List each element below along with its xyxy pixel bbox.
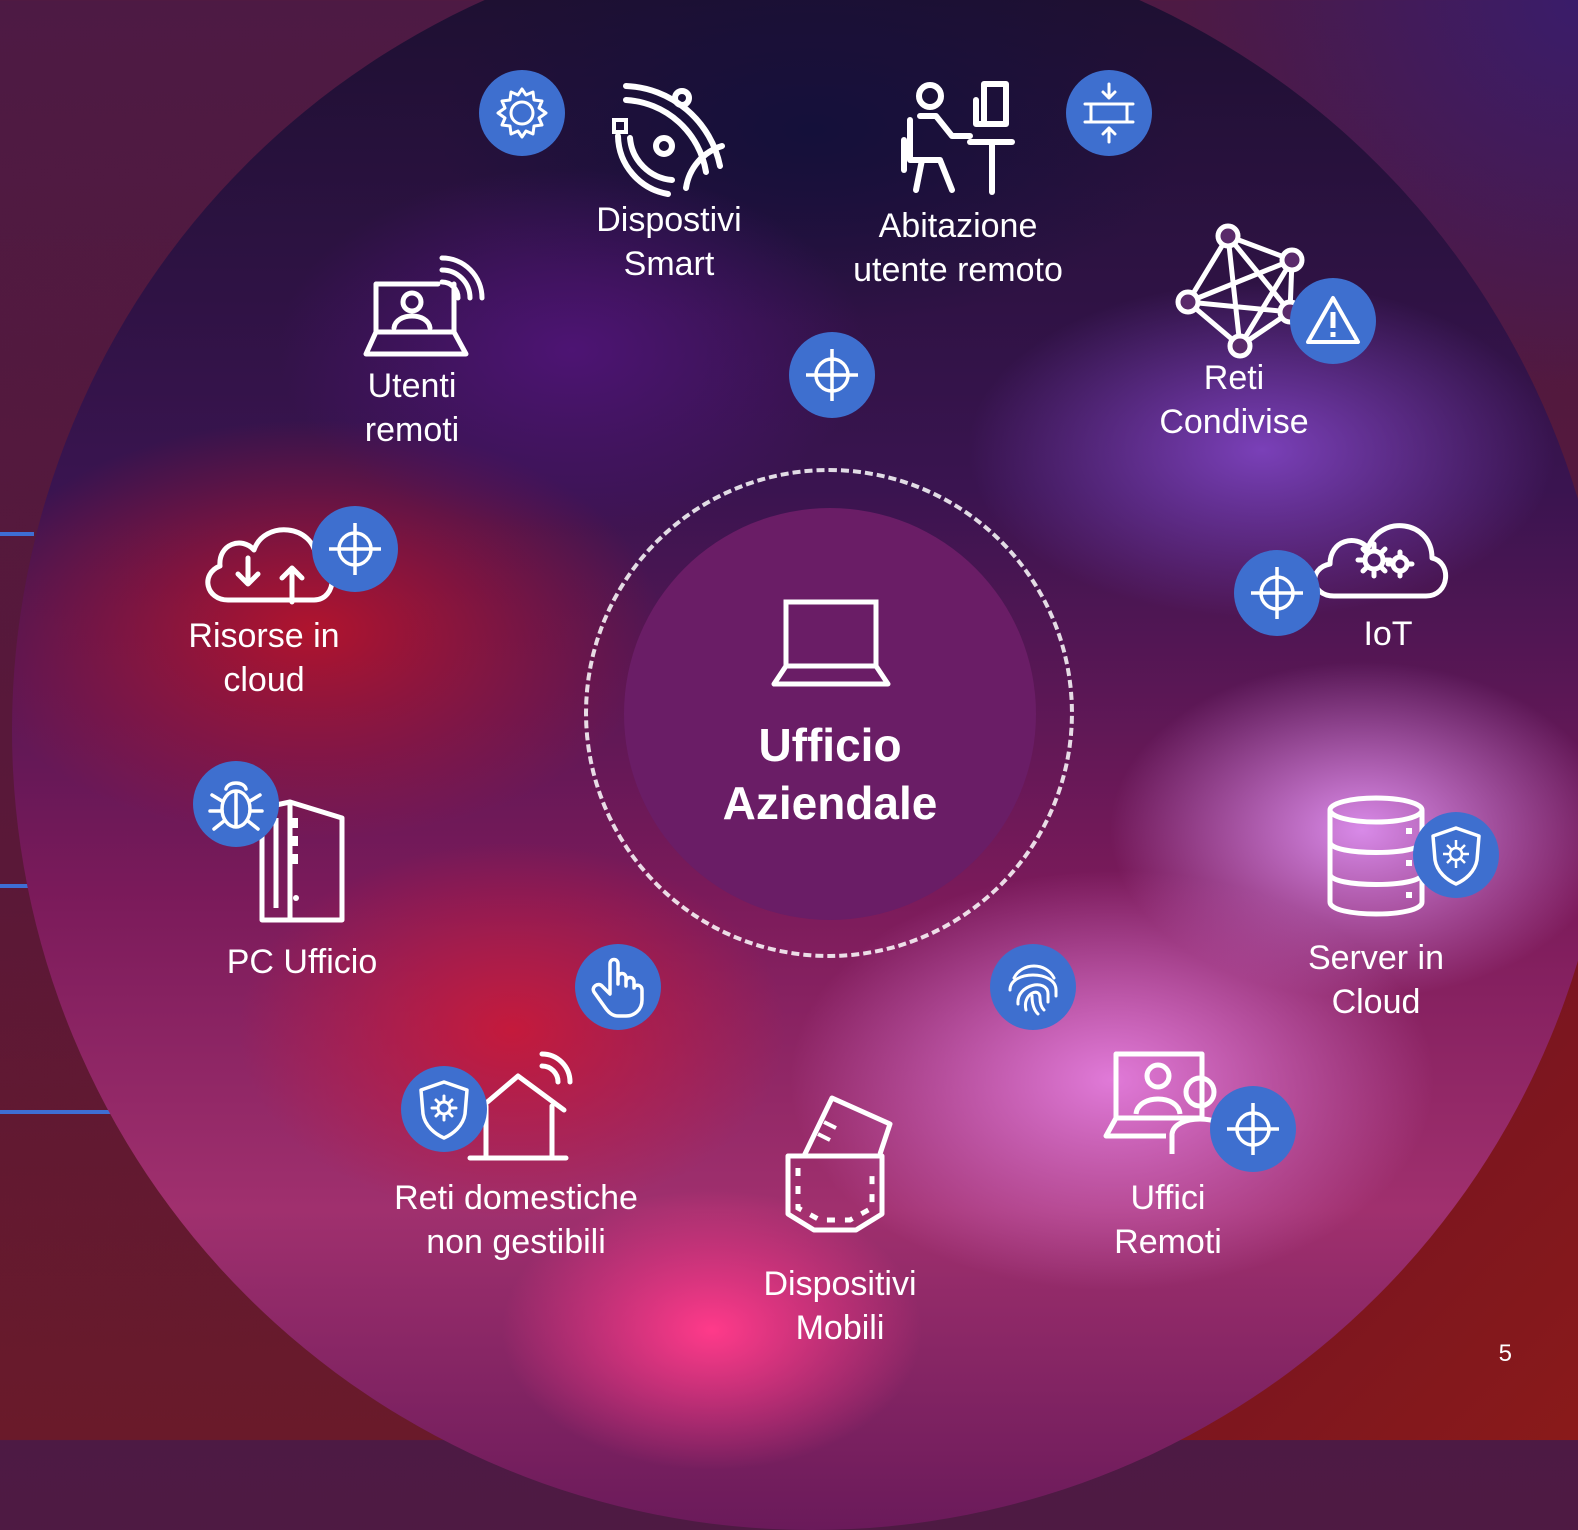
label-shared-networks: Reti Condivise <box>1159 359 1309 441</box>
label-smart-devices: Dispostivi Smart <box>596 201 742 283</box>
label-cloud-servers: Server in Cloud <box>1307 939 1445 1021</box>
warning-badge <box>1290 278 1376 364</box>
touch-icon <box>591 957 644 1018</box>
shield-gear-badge <box>401 1066 487 1152</box>
crosshair-icon <box>806 349 858 401</box>
user-at-desk-icon <box>901 81 1015 195</box>
label-home-networks: Reti domestiche non gestibili <box>394 1179 638 1261</box>
label-remote-home: Abitazione utente remoto <box>853 207 1063 289</box>
pocket-device-icon <box>785 1095 893 1233</box>
label-office-pc: PC Ufficio <box>226 943 378 981</box>
crosshair-icon <box>1251 567 1303 619</box>
gear-badge <box>479 70 565 156</box>
pc-tower-icon <box>259 799 345 923</box>
crosshair-icon <box>329 523 381 575</box>
gear-icon <box>496 87 548 139</box>
label-mobile-devices: Dispositivi Mobili <box>763 1265 917 1347</box>
laptop-user-wifi-icon <box>363 255 485 357</box>
label-cloud-resources: Risorse in cloud <box>188 617 340 699</box>
shield-virus-badge <box>1413 812 1499 898</box>
hub-dashed-ring <box>584 468 1074 958</box>
label-iot: IoT <box>1363 615 1413 653</box>
page-number: 5 <box>1498 1340 1512 1367</box>
side-accent-line <box>0 1110 118 1114</box>
shield-virus-icon <box>1431 826 1481 886</box>
crosshair-icon <box>1227 1103 1279 1155</box>
home-wifi-icon <box>467 1051 573 1161</box>
crosshair-badge <box>1234 550 1320 636</box>
compress-icon <box>1083 82 1135 144</box>
hub-circle <box>624 508 1036 920</box>
fingerprint-icon <box>1008 964 1058 1016</box>
cloud-gears-icon <box>1312 523 1449 599</box>
label-remote-offices: Uffici Remoti <box>1114 1179 1222 1261</box>
touch-badge <box>575 944 661 1030</box>
label-remote-users: Utenti remoti <box>364 367 460 449</box>
side-accent-line <box>0 884 34 888</box>
crosshair-badge <box>312 506 398 592</box>
side-accent-line <box>0 532 34 536</box>
laptop-icon <box>771 599 891 687</box>
warning-icon <box>1306 296 1360 344</box>
shield-gear-icon <box>419 1080 469 1140</box>
compress-badge <box>1066 70 1152 156</box>
database-icon <box>1327 795 1425 917</box>
fingerprint-badge <box>990 944 1076 1030</box>
crosshair-badge <box>789 332 875 418</box>
bug-icon <box>208 781 264 831</box>
hub-title: Ufficio Aziendale <box>722 719 938 829</box>
bug-badge <box>193 761 279 847</box>
crosshair-badge <box>1210 1086 1296 1172</box>
smart-waves-icon <box>612 83 725 197</box>
network-mesh-icon <box>1175 223 1305 359</box>
